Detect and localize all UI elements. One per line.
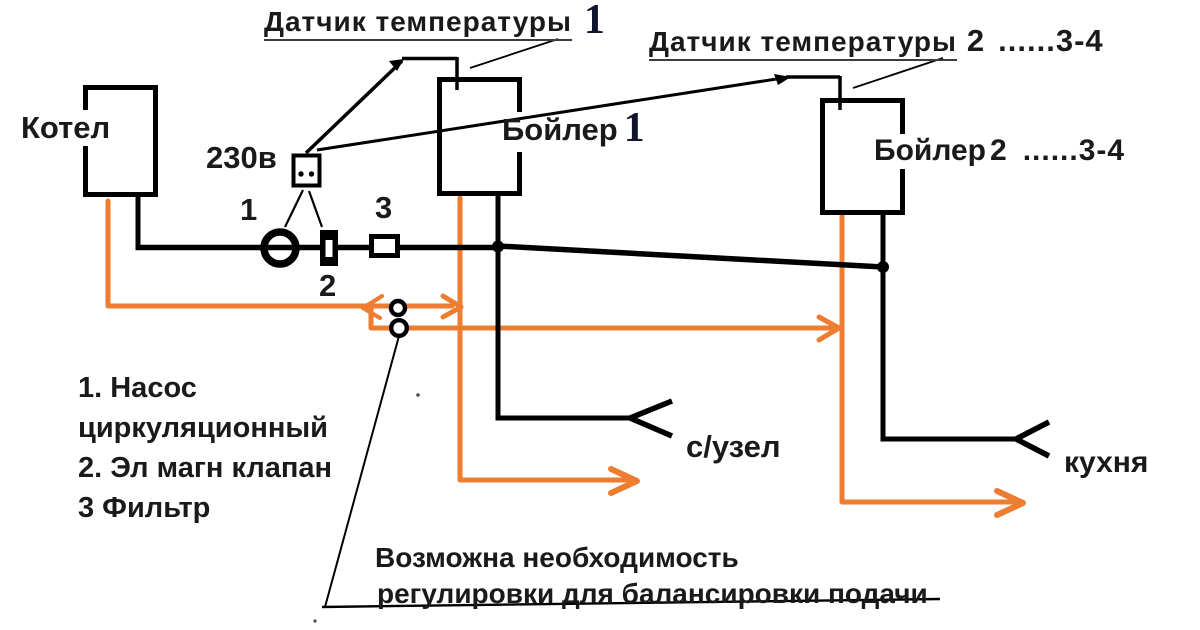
outlet1-label: с/узел — [686, 429, 781, 464]
pointer-lines — [284, 38, 944, 609]
tank1-label-text: Бойлер — [502, 112, 618, 147]
component-legend: 1. Насос циркуляционный 2. Эл магн клапа… — [78, 368, 332, 528]
hot-pipe-tank2 — [839, 212, 1017, 505]
hot-water-pipes — [105, 195, 1026, 518]
sensor1-wire — [304, 56, 459, 155]
hot-arrow-into-tank2-riser — [816, 314, 842, 343]
tank1-label: Бойлер 1 — [502, 105, 645, 152]
hot-arrow-into-tank1-riser — [440, 293, 464, 320]
note-line-1: Возможна необходимость — [375, 542, 739, 573]
filter-number-label: 3 — [375, 190, 393, 225]
sensor1-label-text: Датчик температуры — [264, 6, 572, 42]
note-callout-line — [324, 335, 400, 608]
outlet2-fork-icon — [1009, 419, 1051, 459]
boiler-label: Котел — [18, 110, 114, 146]
tank1-number: 1 — [623, 105, 645, 151]
solenoid-valve-icon — [320, 230, 338, 266]
tank2-suffix: ......3-4 — [1022, 134, 1126, 167]
pump-icon — [260, 228, 300, 268]
legend-line-2: циркуляционный — [78, 412, 328, 444]
pump-number-label: 1 — [240, 192, 258, 227]
sensor1-wire-arrow — [389, 59, 404, 71]
pipe-junction-1 — [492, 240, 504, 253]
hot-arrow-tank1-out — [608, 466, 640, 496]
legend-line-4: 3 Фильтр — [78, 492, 211, 524]
sensor2-callout-line — [852, 57, 944, 89]
tank1-box — [437, 77, 522, 196]
pipe-junction-2 — [877, 261, 889, 273]
sensor2-suffix: ......3-4 — [998, 23, 1104, 58]
hot-pipe-boiler — [105, 198, 455, 309]
main-line-sloped — [497, 243, 884, 270]
power-to-pump-line — [284, 189, 304, 228]
sensor2-wire — [316, 74, 842, 152]
legend-line-1: 1. Насос — [78, 372, 197, 404]
sensor1-callout-line — [469, 38, 559, 69]
hot-arrow-tank2-out — [994, 488, 1026, 518]
sensor1-label: Датчик температуры 1 — [264, 0, 605, 44]
power-label: 230в — [206, 140, 277, 175]
note-underline — [321, 597, 941, 609]
tank2-cold-pipe — [880, 215, 1016, 442]
sensor1-number: 1 — [583, 0, 605, 43]
outlet2-label: кухня — [1064, 446, 1149, 479]
sensor2-number: 2 — [966, 23, 985, 58]
sensor2-label: Датчик температуры 2 ......3-4 — [649, 23, 1104, 62]
tank2-number: 2 — [990, 134, 1007, 167]
sensor2-label-text: Датчик температуры — [649, 26, 957, 62]
cold-pipes — [135, 194, 1051, 459]
power-box-icon — [291, 153, 322, 188]
legend-line-3: 2. Эл магн клапан — [78, 452, 333, 484]
power-to-valve-line — [307, 190, 324, 228]
balancing-valve-icon — [388, 298, 410, 339]
stray-dots — [313, 393, 420, 623]
hot-pipe-bypass — [368, 305, 837, 331]
tank1-cold-pipe — [495, 196, 630, 421]
valve-number-label: 2 — [319, 268, 337, 303]
filter-icon — [369, 234, 400, 258]
hot-arrow-back-mark — [360, 293, 385, 321]
outlet1-fork-icon — [622, 398, 674, 439]
tank2-label-text: Бойлер — [874, 134, 987, 167]
hot-pipe-tank1 — [457, 195, 631, 483]
balancing-note: Возможна необходимость регулировки для б… — [375, 540, 928, 612]
tank2-label: Бойлер 2 ......3-4 — [874, 134, 1126, 169]
note-line-2: регулировки для балансировки подачи — [377, 578, 928, 609]
